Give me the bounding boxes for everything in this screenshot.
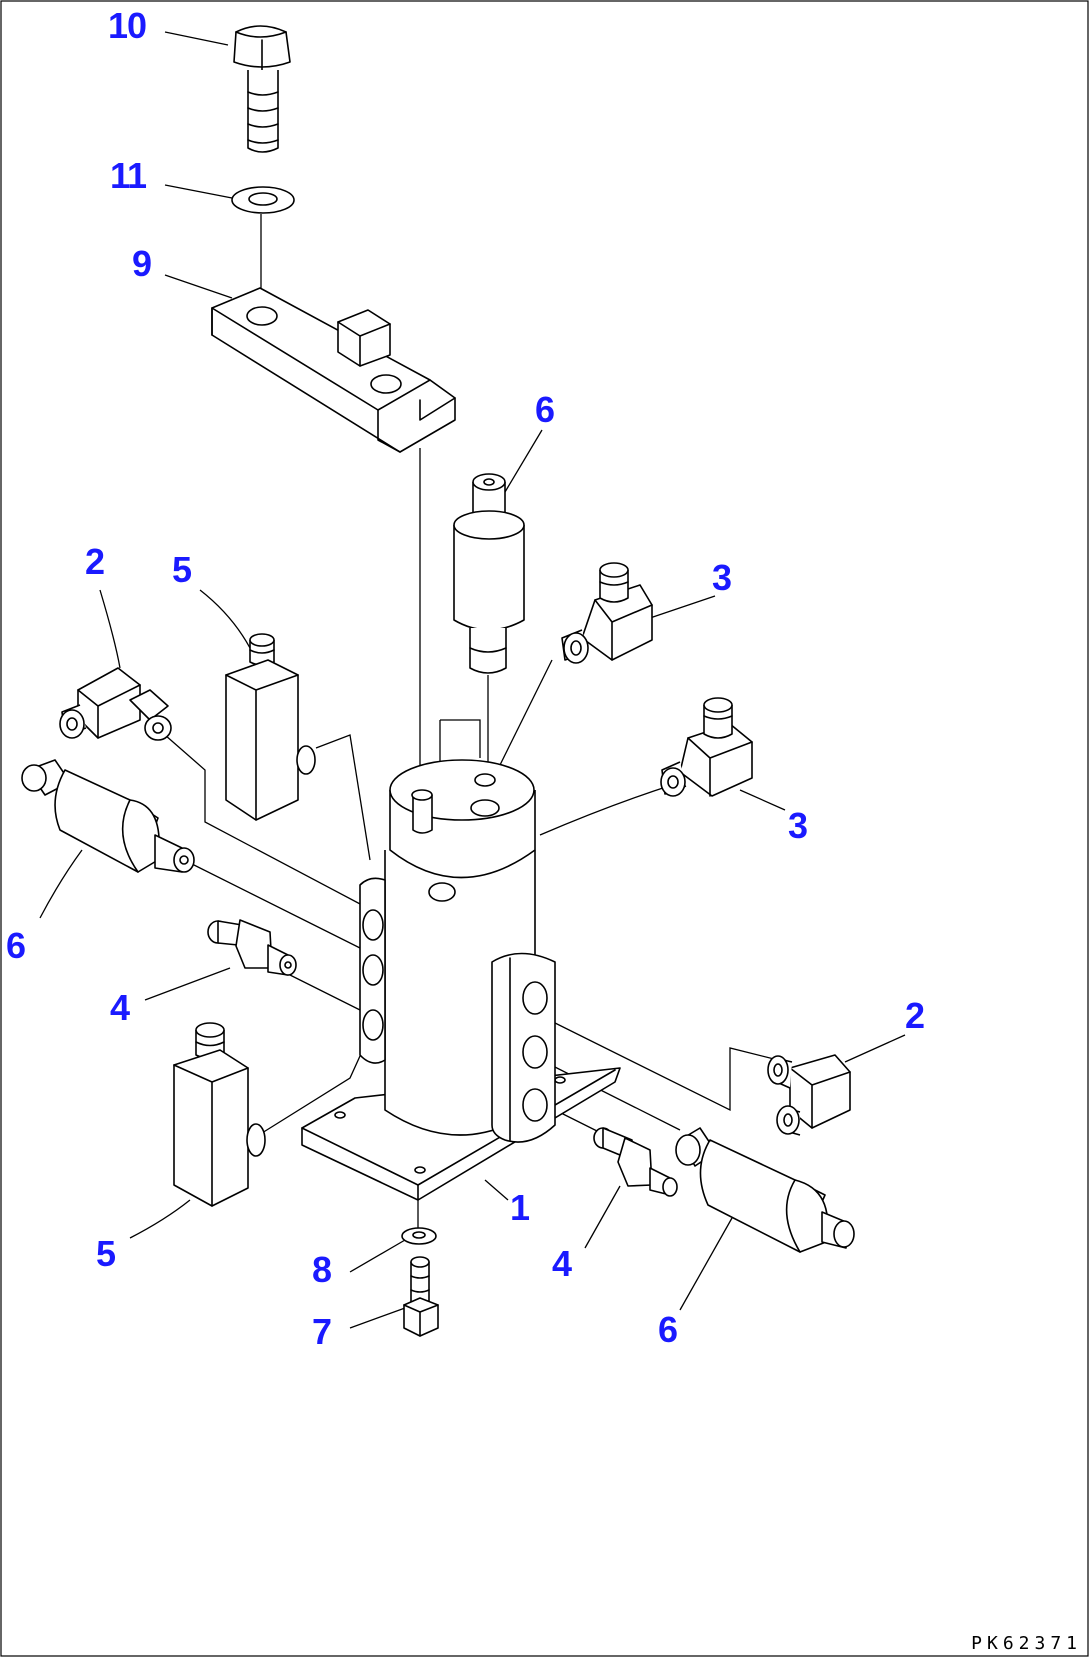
part-2-right-elbow	[767, 1054, 851, 1136]
leader-4-left	[144, 967, 231, 1001]
leader-8	[349, 1239, 406, 1273]
callout-1: 1	[510, 1187, 530, 1228]
part-1-main-body	[301, 759, 621, 1201]
leader-11	[164, 184, 233, 199]
leader-4-bottom	[584, 1185, 621, 1249]
part-10-bolt	[233, 25, 291, 153]
callout-9: 9	[132, 243, 152, 284]
callout-5-left: 5	[172, 549, 192, 590]
part-4-right-fitting	[593, 1127, 678, 1197]
part-7-bolt	[403, 1256, 439, 1337]
callout-4-bottom: 4	[552, 1243, 572, 1284]
leader-5-left	[199, 589, 251, 649]
callout-11: 11	[110, 155, 147, 196]
leader-5-bottom	[129, 1199, 191, 1239]
part-6-left-cylinder	[21, 759, 195, 873]
callout-4-left: 4	[110, 987, 130, 1028]
leader-2-left	[99, 589, 121, 669]
callout-5-bottom: 5	[96, 1233, 116, 1274]
callout-6-bottom: 6	[658, 1309, 678, 1350]
part-6-top-connector	[453, 473, 525, 674]
part-6-right-cylinder	[675, 1127, 855, 1253]
part-3-mid-elbow	[660, 697, 753, 797]
leader-6-left	[39, 849, 83, 919]
part-8-washer	[401, 1227, 437, 1245]
leader-7	[349, 1307, 406, 1329]
leader-2-right	[844, 1034, 906, 1063]
callout-10: 10	[108, 5, 147, 46]
part-9-bracket	[211, 287, 456, 453]
leader-6-top	[504, 429, 543, 493]
leader-3-top	[649, 595, 716, 619]
callout-3-mid: 3	[788, 805, 808, 846]
figure-code: PK62371	[971, 1633, 1082, 1654]
part-3-top-elbow	[561, 562, 653, 664]
leader-lines	[39, 31, 906, 1329]
callout-2-right: 2	[905, 995, 925, 1036]
part-5-lower-block	[173, 1022, 266, 1207]
part-4-left-fitting	[207, 919, 297, 976]
part-11-washer	[231, 186, 295, 214]
callout-3-top: 3	[712, 557, 732, 598]
callout-2-left: 2	[85, 541, 105, 582]
callout-6-left: 6	[6, 925, 26, 966]
callout-7: 7	[312, 1311, 332, 1352]
leader-9	[164, 274, 233, 299]
part-5-upper-block	[225, 633, 316, 821]
leader-1	[484, 1179, 509, 1201]
callout-8: 8	[312, 1249, 332, 1290]
callout-6-top: 6	[535, 389, 555, 430]
leader-3-mid	[739, 789, 786, 811]
leader-10	[164, 31, 229, 46]
part-2-left-elbow	[59, 667, 172, 741]
leader-6-bottom	[679, 1217, 733, 1311]
